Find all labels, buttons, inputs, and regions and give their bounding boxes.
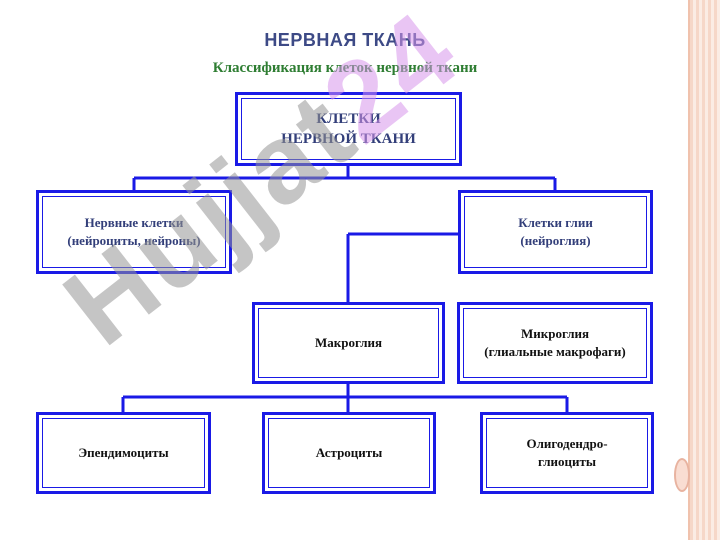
node-glia: Клетки глии (нейроглия) (458, 190, 653, 274)
node-microglia-label: Микроглия (глиальные макрофаги) (484, 326, 626, 359)
node-oligodendrocytes: Олигодендро- глиоциты (480, 412, 654, 494)
node-ependymocytes: Эпендимоциты (36, 412, 211, 494)
slide-edge-line (688, 0, 690, 540)
node-ependymocytes-label: Эпендимоциты (78, 445, 169, 461)
slide-edge-decoration (690, 0, 720, 540)
page-subtitle: Классификация клеток нервной ткани (212, 60, 478, 76)
node-root: КЛЕТКИ НЕРВНОЙ ТКАНИ (235, 92, 462, 166)
node-neurons: Нервные клетки (нейроциты, нейроны) (36, 190, 232, 274)
node-astrocytes: Астроциты (262, 412, 436, 494)
slide-decoration-dot (674, 458, 690, 492)
page-title: НЕРВНАЯ ТКАНЬ (264, 30, 426, 50)
node-microglia: Микроглия (глиальные макрофаги) (457, 302, 653, 384)
node-macroglia-label: Макроглия (314, 335, 383, 351)
node-astrocytes-label: Астроциты (315, 445, 383, 461)
node-neurons-label: Нервные клетки (нейроциты, нейроны) (67, 215, 201, 248)
node-root-label: КЛЕТКИ НЕРВНОЙ ТКАНИ (281, 110, 416, 147)
node-macroglia: Макроглия (252, 302, 445, 384)
node-oligodendrocytes-label: Олигодендро- глиоциты (526, 436, 608, 469)
node-glia-label: Клетки глии (нейроглия) (518, 215, 593, 248)
